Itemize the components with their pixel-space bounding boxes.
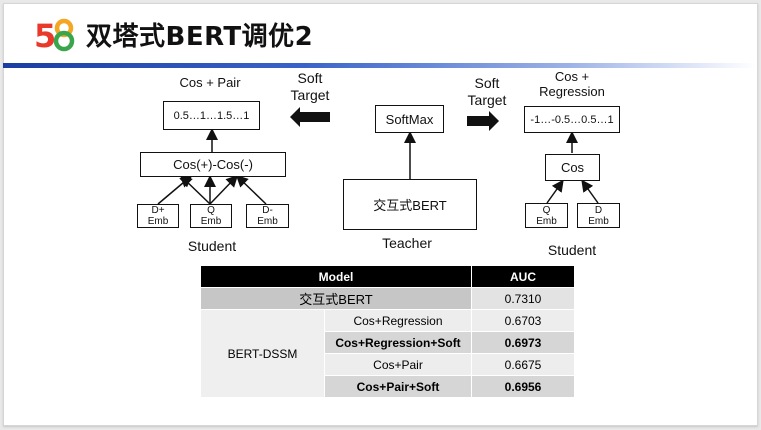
right-top-label: Cos + Regression	[530, 69, 614, 99]
left-input-label: D+	[151, 205, 165, 216]
center-caption: Teacher	[382, 235, 432, 251]
right-arrow-shape	[467, 111, 499, 131]
header-auc: AUC	[471, 265, 575, 288]
table-row: 交互式BERT 0.7310	[200, 287, 575, 310]
row-model: 交互式BERT	[200, 287, 472, 310]
row-model: Cos+Regression	[324, 309, 472, 332]
row-auc: 0.6956	[471, 375, 575, 398]
left-caption: Student	[187, 238, 237, 254]
right-caption: Student	[547, 242, 597, 258]
left-soft-line2: Target	[290, 87, 330, 103]
row-auc: 0.6675	[471, 353, 575, 376]
left-combine-box: Cos(+)-Cos(-)	[140, 152, 286, 177]
left-input-label: Q	[207, 205, 215, 216]
table-row: BERT-DSSM Cos+Regression 0.6703	[200, 309, 575, 398]
row-model: Cos+Regression+Soft	[324, 331, 472, 354]
right-top-line2: Regression	[539, 84, 605, 99]
left-soft-line1: Soft	[297, 70, 323, 86]
softmax-box: SoftMax	[375, 105, 444, 133]
58-logo: 5	[34, 18, 75, 52]
right-soft-line1: Soft	[474, 75, 500, 91]
table-header-row: Model AUC	[200, 265, 575, 288]
left-output-box: 0.5…1…1.5…1	[163, 101, 260, 130]
row-model: Cos+Pair	[324, 353, 472, 376]
row-auc: 0.7310	[471, 287, 575, 310]
left-input-box: D- Emb	[246, 204, 289, 228]
table-row: Cos+Pair+Soft 0.6956	[201, 375, 575, 398]
row-model: Cos+Pair+Soft	[324, 375, 472, 398]
left-soft-target-label: Soft Target	[284, 70, 336, 104]
right-input-box: Q Emb	[525, 203, 568, 228]
right-combine-box: Cos	[545, 154, 600, 181]
svg-text:5: 5	[34, 18, 56, 52]
right-input-label: D	[594, 204, 603, 216]
left-input-box: D+ Emb	[137, 204, 179, 228]
header-model: Model	[200, 265, 472, 288]
header-bar	[3, 63, 756, 68]
row-auc: 0.6703	[471, 309, 575, 332]
right-input-box: D Emb	[577, 203, 620, 228]
page-title: 双塔式BERT调优2	[86, 22, 314, 52]
left-input-sub: Emb	[147, 216, 169, 227]
right-input-sub: Emb	[536, 215, 557, 227]
right-soft-target-label: Soft Target	[461, 75, 513, 109]
left-input-sub: Emb	[257, 216, 278, 227]
table-row: Cos+Regression+Soft 0.6973	[201, 331, 575, 354]
right-input-sub: Emb	[588, 215, 609, 227]
right-output-box: -1…-0.5…0.5…1	[524, 106, 620, 133]
left-input-box: Q Emb	[190, 204, 232, 228]
row-auc: 0.6973	[471, 331, 575, 354]
group-label: BERT-DSSM	[200, 309, 325, 398]
left-top-label: Cos + Pair	[179, 75, 241, 90]
left-input-label: D-	[262, 205, 273, 216]
right-soft-line2: Target	[467, 92, 507, 108]
left-arrow-shape	[290, 107, 330, 127]
left-input-sub: Emb	[200, 216, 222, 227]
teacher-bert-box: 交互式BERT	[343, 179, 477, 230]
right-top-line1: Cos +	[554, 69, 590, 84]
results-table: Model AUC 交互式BERT 0.7310 BERT-DSSM Cos+R…	[200, 265, 575, 398]
right-input-label: Q	[542, 204, 551, 216]
